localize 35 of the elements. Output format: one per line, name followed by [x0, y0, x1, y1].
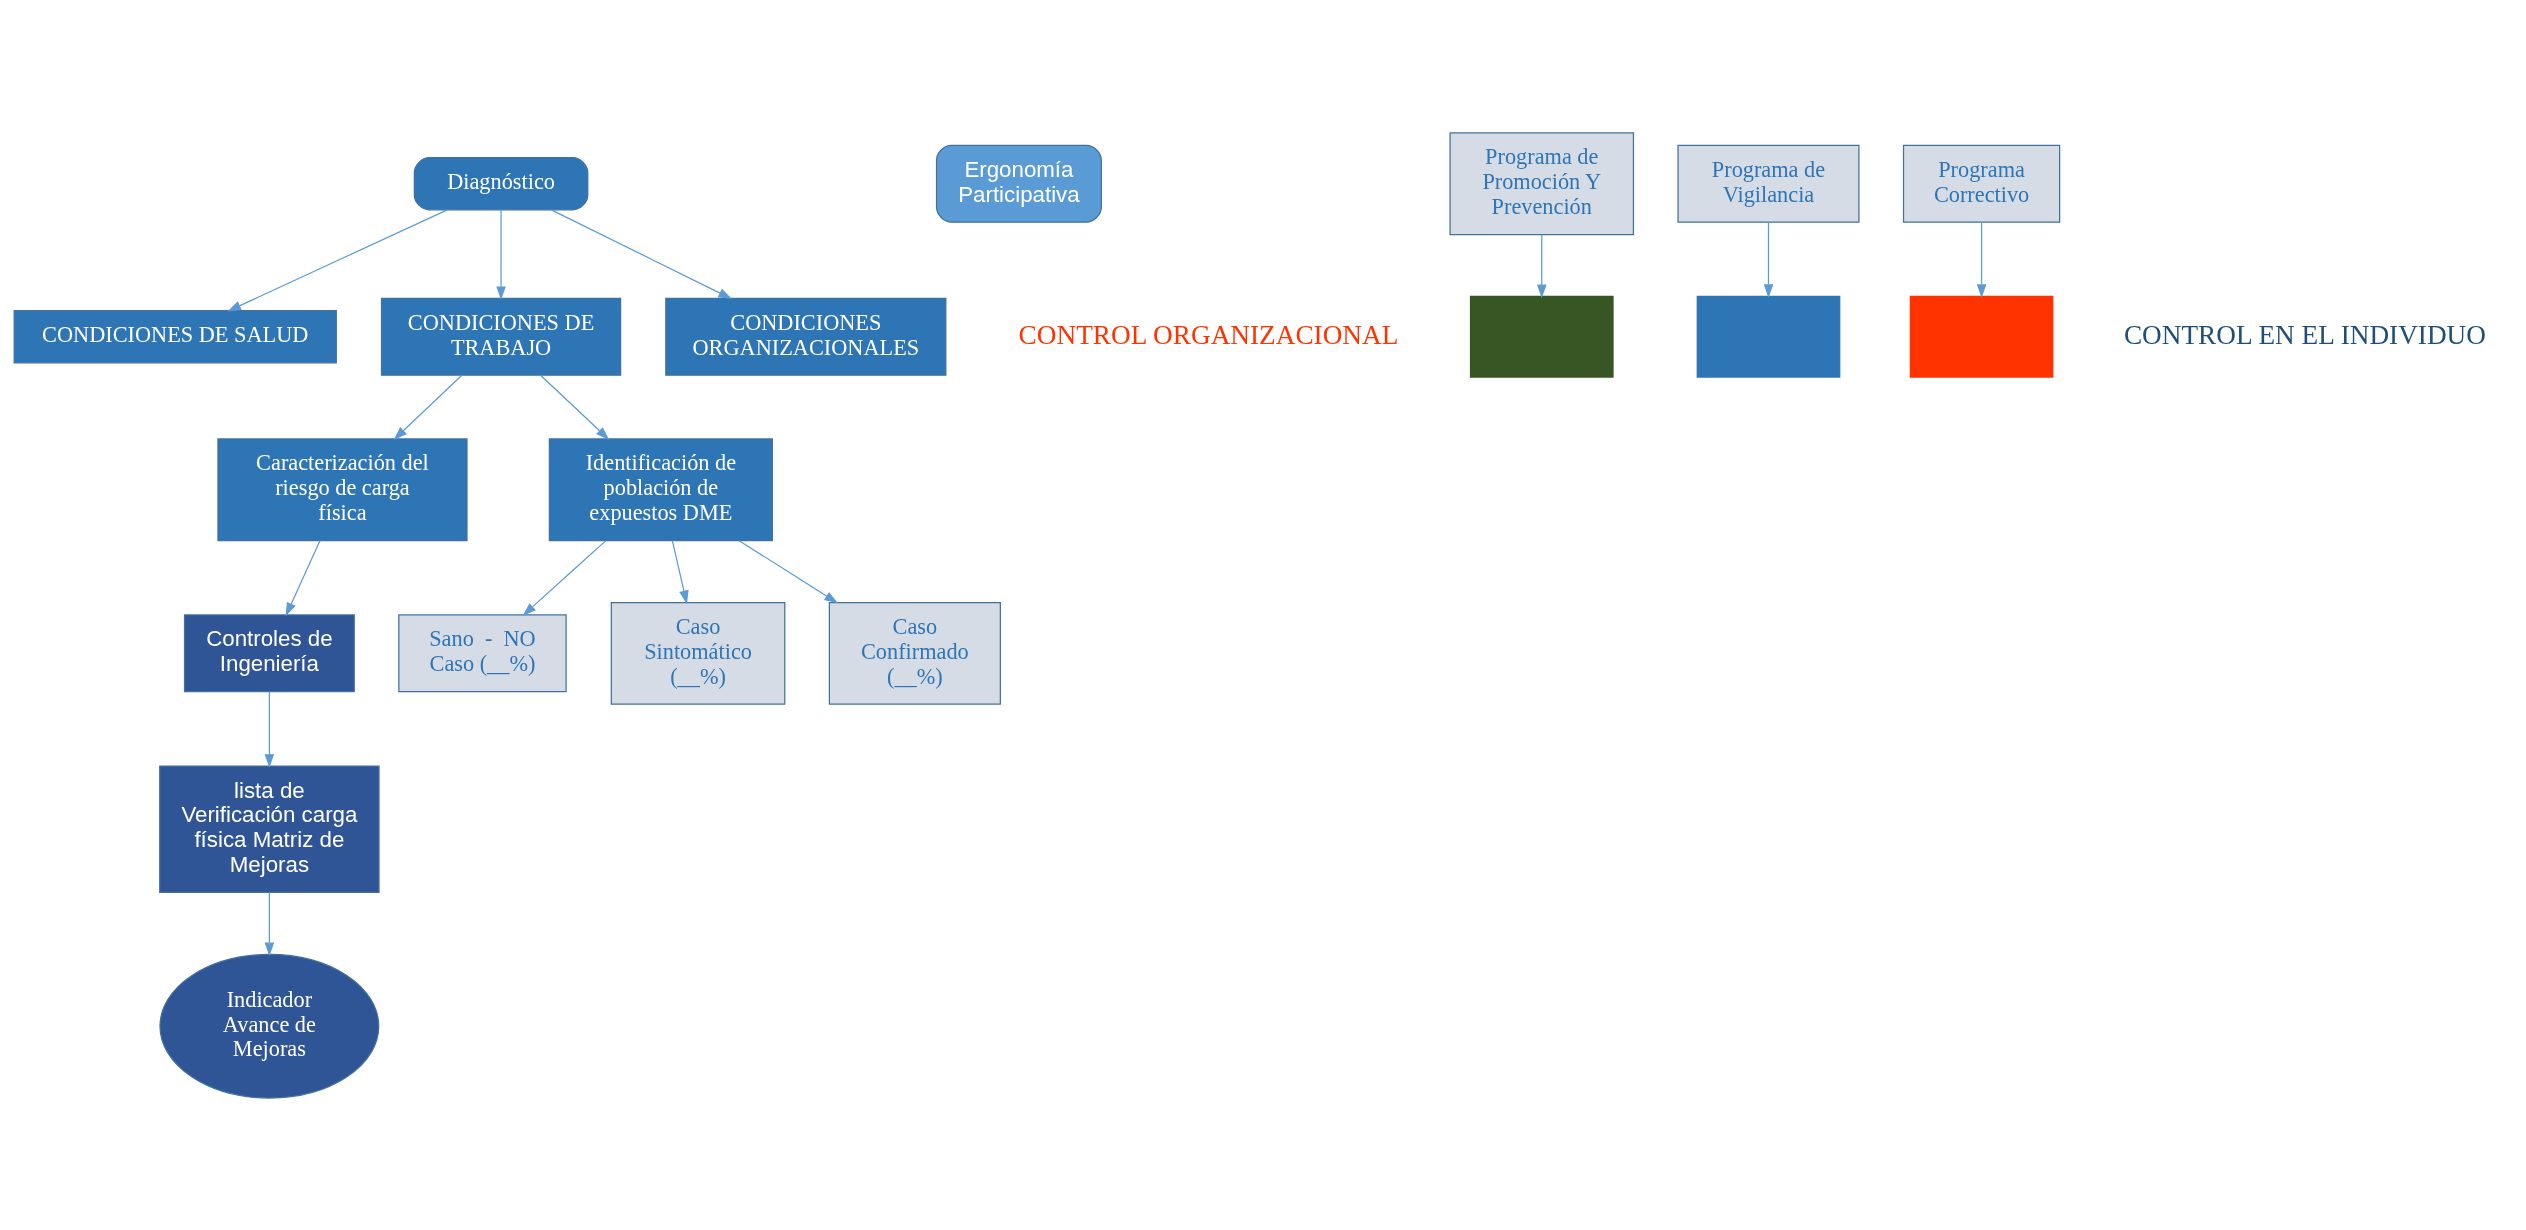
arrow: [264, 690, 275, 768]
node-box: Caso Sintomático (__%): [610, 601, 786, 705]
arrow: [1763, 221, 1774, 298]
node-box: Programa de Promoción Y Prevención: [1449, 131, 1635, 235]
node-box: CONDICIONES ORGANIZACIONALES: [665, 297, 947, 376]
arrow: [1537, 233, 1547, 298]
node-box: Diagnóstico: [413, 156, 589, 210]
node-box: CONDICIONES DE SALUD: [13, 309, 337, 363]
node-box: Sano - NO Caso (__%): [398, 613, 567, 692]
node-box: Controles de Ingeniería: [183, 613, 355, 692]
node-box: Programa de Vigilancia: [1677, 144, 1860, 223]
arrow: [550, 208, 732, 299]
arrow: [1976, 221, 1987, 298]
node-box: [1696, 295, 1841, 378]
arrow: [671, 539, 689, 604]
node-box: Caso Confirmado (__%): [828, 601, 1001, 705]
node-box: Programa Correctivo: [1902, 144, 2061, 223]
arrow: [393, 374, 463, 440]
arrow: [522, 539, 607, 616]
arrow: [285, 539, 321, 616]
node-box: [1469, 295, 1614, 378]
arrow: [738, 539, 838, 603]
node-box: Caracterización del riesgo de carga física: [217, 437, 468, 541]
node-box: Identificación de población de expuestos DME: [548, 437, 773, 541]
node-box: lista de Verificación carga física Matriz de Mejoras: [159, 764, 380, 893]
arrow: [496, 208, 506, 300]
node-box: [1909, 295, 2054, 378]
arrow: [539, 374, 610, 440]
arrow: [264, 891, 275, 956]
label: CONTROL ORGANIZACIONAL: [1018, 319, 1399, 350]
node-box: Ergonomía Participativa: [935, 144, 1102, 223]
node-ellipse: Indicador Avance de Mejoras: [159, 953, 380, 1099]
label: CONTROL EN EL INDIVIDUO: [2123, 319, 2486, 350]
arrow: [227, 208, 448, 311]
node-box: CONDICIONES DE TRABAJO: [380, 297, 622, 376]
